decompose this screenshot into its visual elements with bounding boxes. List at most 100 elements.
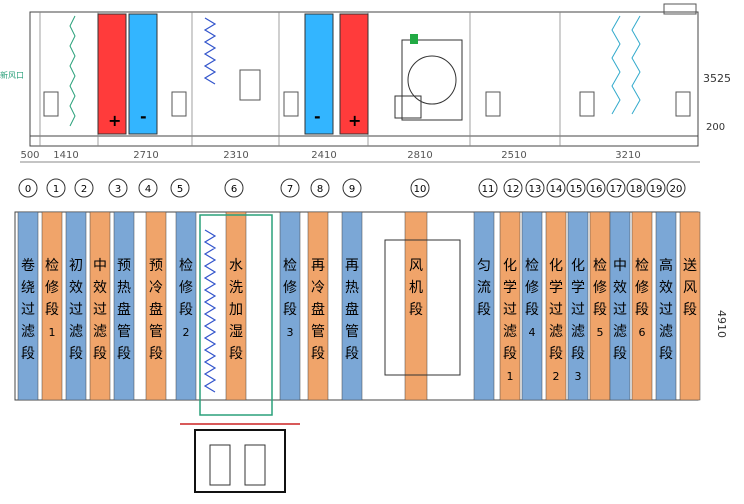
section-label-char: 滤 xyxy=(613,324,627,340)
section-number: 0 xyxy=(25,184,31,195)
section-label-char: 热 xyxy=(117,280,131,296)
section-label-char: 水 xyxy=(229,258,243,274)
dimension-label: 2410 xyxy=(311,150,336,161)
section-label-char: 管 xyxy=(311,324,325,340)
section-label-char: 段 xyxy=(345,346,359,362)
section-number: 1 xyxy=(53,184,59,195)
section-label-char: 绕 xyxy=(21,280,35,296)
section-label-char: 滤 xyxy=(93,324,107,340)
section-label-char: 滤 xyxy=(549,324,563,340)
section-label-char: 效 xyxy=(69,280,83,296)
plus-mark-2: + xyxy=(348,111,361,130)
section-label-char: 段 xyxy=(659,346,673,362)
section-label-char: 6 xyxy=(639,326,646,339)
section-bar xyxy=(679,211,701,401)
section-label-char: 段 xyxy=(593,302,607,318)
section-label-char: 风 xyxy=(683,280,697,296)
section-label-char: 段 xyxy=(503,346,517,362)
height-base-label: 200 xyxy=(706,122,725,133)
section-bar xyxy=(225,211,247,401)
section-number-circle xyxy=(546,178,566,198)
section-label-char: 盘 xyxy=(117,301,131,318)
section-label-char: 效 xyxy=(613,280,627,296)
section-bar xyxy=(404,211,428,401)
section-bar xyxy=(655,211,677,401)
section-label-char: 盘 xyxy=(311,301,325,318)
section-label-char: 再 xyxy=(345,258,359,274)
section-number: 2 xyxy=(81,184,87,195)
section-number-circle xyxy=(666,178,686,198)
section-label-char: 滤 xyxy=(659,324,673,340)
section-label-char: 检 xyxy=(283,258,297,274)
section-label-char: 段 xyxy=(149,346,163,362)
section-bar xyxy=(113,211,135,401)
section-bar xyxy=(145,211,167,401)
section-label-char: 管 xyxy=(345,324,359,340)
section-label-char: 段 xyxy=(571,346,585,362)
section-label-char: 学 xyxy=(549,280,563,296)
inlet-label: 新风口 xyxy=(0,70,24,80)
section-number: 10 xyxy=(414,184,427,195)
section-label-char: 热 xyxy=(345,280,359,296)
section-label-char: 段 xyxy=(21,346,35,362)
section-number: 17 xyxy=(610,184,623,195)
minus-mark-1: - xyxy=(140,107,147,126)
section-label-char: 段 xyxy=(283,302,297,318)
section-label-char: 洗 xyxy=(229,280,243,296)
section-number-circle xyxy=(566,178,586,198)
section-label-char: 过 xyxy=(21,302,35,318)
section-label-char: 检 xyxy=(179,258,193,274)
section-bar xyxy=(307,211,329,401)
dimension-label: 2810 xyxy=(407,150,432,161)
dimension-label: 3210 xyxy=(615,150,640,161)
section-label-char: 预 xyxy=(117,258,131,274)
section-label-char: 预 xyxy=(149,258,163,274)
section-label-char: 检 xyxy=(45,258,59,274)
section-label-char: 滤 xyxy=(571,324,585,340)
section-number-circle xyxy=(410,178,430,198)
section-number-circle xyxy=(606,178,626,198)
section-label-char: 化 xyxy=(549,258,563,274)
section-number-circle xyxy=(74,178,94,198)
section-number: 7 xyxy=(287,184,293,195)
section-label-char: 段 xyxy=(69,346,83,362)
section-label-char: 段 xyxy=(477,302,491,318)
section-bar xyxy=(279,211,301,401)
section-number: 13 xyxy=(529,184,542,195)
section-number-circle xyxy=(626,178,646,198)
section-label-char: 滤 xyxy=(21,324,35,340)
section-number: 15 xyxy=(570,184,583,195)
section-label-char: 检 xyxy=(525,258,539,274)
section-label-char: 检 xyxy=(635,258,649,274)
section-label-char: 化 xyxy=(503,258,517,274)
dimension-label: 500 xyxy=(20,150,39,161)
section-label-char: 卷 xyxy=(21,258,35,274)
minus-mark-2: - xyxy=(314,107,321,126)
section-label-char: 修 xyxy=(179,280,193,296)
section-bar xyxy=(341,211,363,401)
section-label-char: 4 xyxy=(529,326,536,339)
section-label-char: 段 xyxy=(613,346,627,362)
section-label-char: 加 xyxy=(229,302,243,318)
section-label-char: 流 xyxy=(477,280,491,296)
section-label-char: 过 xyxy=(571,302,585,318)
section-number-circle xyxy=(138,178,158,198)
section-label-char: 1 xyxy=(49,326,56,339)
section-number-circle xyxy=(646,178,666,198)
section-label-char: 段 xyxy=(311,346,325,362)
section-number: 18 xyxy=(630,184,643,195)
section-bar xyxy=(65,211,87,401)
section-label-char: 学 xyxy=(571,280,585,296)
section-label-char: 初 xyxy=(69,257,83,274)
section-label-char: 段 xyxy=(93,346,107,362)
section-number: 9 xyxy=(349,184,355,195)
section-bar xyxy=(521,211,543,401)
section-label-char: 1 xyxy=(507,370,514,383)
section-label-char: 段 xyxy=(525,302,539,318)
section-label-char: 过 xyxy=(503,302,517,318)
section-number: 6 xyxy=(231,184,237,195)
section-label-char: 2 xyxy=(553,370,560,383)
section-bar xyxy=(609,211,631,401)
